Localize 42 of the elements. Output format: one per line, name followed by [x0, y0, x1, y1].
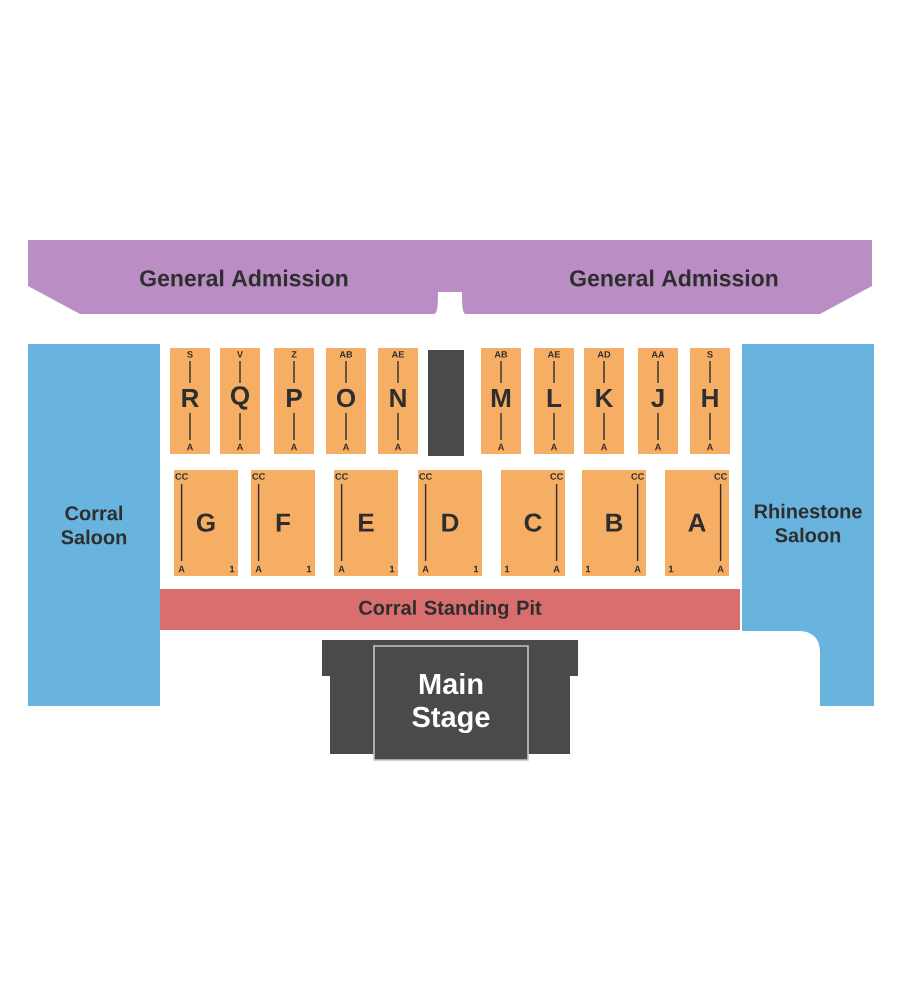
section-letter: G	[196, 513, 215, 532]
section-letter: L	[547, 389, 562, 407]
section-block	[418, 470, 482, 576]
section-letter: H	[702, 389, 718, 407]
stage-block: Main Stage	[373, 645, 529, 761]
area-label: General Admission	[140, 269, 348, 287]
section-letter: D	[442, 513, 459, 532]
section-block	[638, 348, 678, 454]
section-block	[665, 470, 729, 576]
section-block	[274, 348, 314, 454]
section-letter: E	[359, 513, 374, 532]
section-letter: O	[336, 388, 356, 408]
seating-area: Corral Saloon	[28, 344, 160, 706]
section-letter: A	[688, 513, 706, 532]
section-letter: P	[287, 389, 302, 407]
section-block	[251, 470, 315, 576]
section-letter: Q	[230, 386, 249, 410]
section-letter: N	[390, 389, 406, 407]
seating-area: Rhinestone Saloon	[742, 344, 874, 706]
section-letter: R	[182, 389, 199, 407]
area-label: General Admission	[570, 269, 778, 287]
section-block	[690, 348, 730, 454]
admission-area	[28, 240, 872, 314]
section-block	[501, 470, 565, 576]
section-block	[481, 348, 521, 454]
section-block	[534, 348, 574, 454]
section-block	[220, 348, 260, 454]
section-block	[378, 348, 418, 454]
section-block	[334, 470, 398, 576]
section-block	[326, 348, 366, 454]
section-letter: K	[596, 389, 614, 407]
section-letter: M	[491, 389, 511, 407]
section-letter: B	[606, 513, 623, 532]
section-block	[582, 470, 646, 576]
blank-block	[428, 350, 464, 456]
section-block	[170, 348, 210, 454]
section-letter: J	[651, 388, 664, 408]
standing-area: Corral Standing Pit	[160, 589, 740, 630]
section-letter: C	[524, 513, 542, 532]
section-letter: F	[276, 513, 290, 532]
section-block	[584, 348, 624, 454]
section-block	[174, 470, 238, 576]
